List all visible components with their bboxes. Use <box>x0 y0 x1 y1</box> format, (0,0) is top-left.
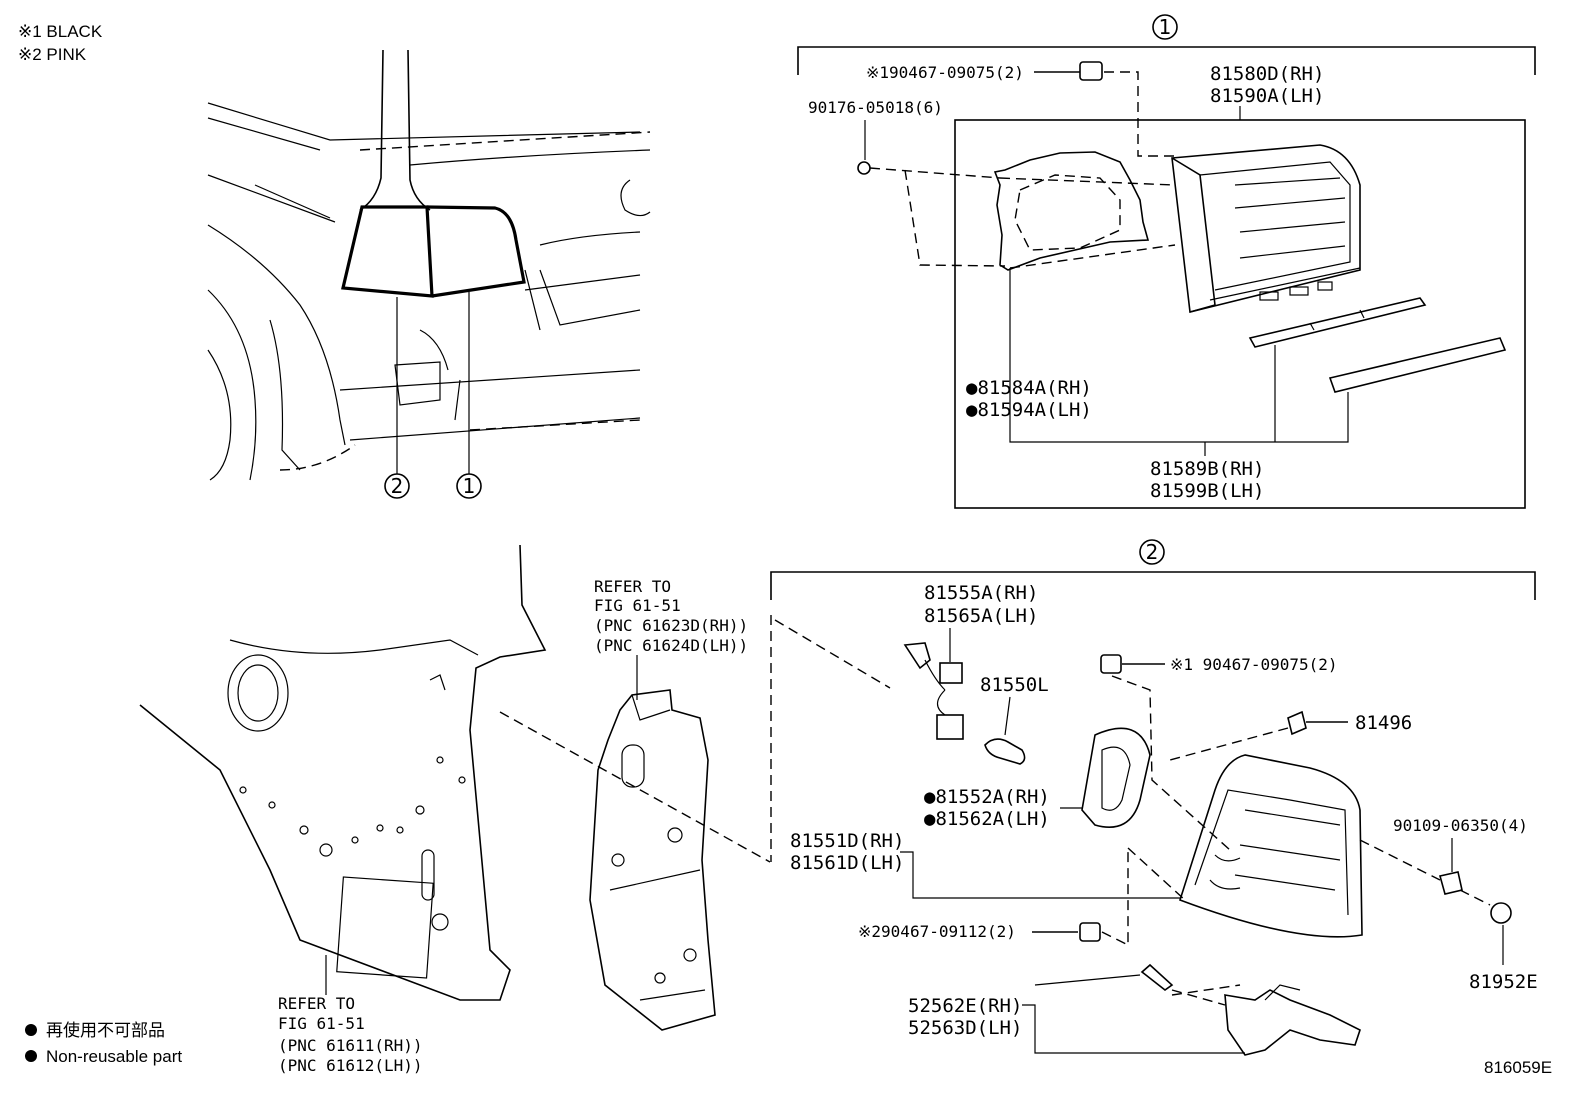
label-81589B: 81589B(RH) <box>1150 458 1264 480</box>
gasket-lamp <box>1081 727 1151 829</box>
body-panel <box>139 544 771 1001</box>
pin-screw <box>1140 963 1174 991</box>
label-52562E: 52562E(RH) <box>908 995 1022 1017</box>
legend-bullet-jp <box>25 1024 37 1036</box>
label-81496: 81496 <box>1355 712 1412 734</box>
label-81584A: ●81584A(RH) <box>966 377 1092 399</box>
label-81550L: 81550L <box>980 674 1049 696</box>
screw-81496 <box>1287 710 1307 736</box>
label-81561D: 81561D(LH) <box>790 852 904 874</box>
clip-pink <box>1079 922 1101 942</box>
vehicle-rear-view: 2 1 <box>207 49 651 499</box>
label-81952E: 81952E <box>1469 971 1538 993</box>
callout-2-label: 2 <box>391 474 404 498</box>
label-81599B: 81599B(LH) <box>1150 480 1264 502</box>
label-81555A: 81555A(RH) <box>924 582 1038 604</box>
label-90109-06350: 90109-06350(4) <box>1393 816 1528 835</box>
socket-connector <box>903 642 931 670</box>
group-1-callout: 1 <box>1159 15 1172 39</box>
group-1-assembly: 1 ※190467-09075(2) 90176-05018(6) 81580D… <box>797 14 1536 509</box>
legend-jp: 再使用不可部品 <box>46 1020 165 1040</box>
rear-combination-lamp <box>1179 754 1363 938</box>
group-2-callout: 2 <box>1146 540 1159 564</box>
label-90467-09112-pink: ※290467-09112(2) <box>858 922 1016 941</box>
nut <box>857 161 871 175</box>
clip-black-2 <box>1100 654 1122 674</box>
label-52563D: 52563D(LH) <box>908 1017 1022 1039</box>
bulb <box>984 738 1026 765</box>
clip-black <box>1079 61 1103 81</box>
trim-strip-lower <box>1328 337 1507 393</box>
cap-81952E <box>1490 902 1512 924</box>
note-pink: ※2 PINK <box>18 45 87 64</box>
body-hole-large <box>227 654 289 732</box>
refer-top-l4: (PNC 61624D(LH)) <box>594 636 748 655</box>
reinforcement-bracket <box>589 655 716 1031</box>
figure-code: 816059E <box>1484 1058 1552 1077</box>
retainer-bracket <box>1224 989 1361 1056</box>
label-90176-05018: 90176-05018(6) <box>808 98 943 117</box>
refer-top-l2: FIG 61-51 <box>594 596 681 615</box>
label-81562A: ●81562A(LH) <box>924 808 1050 830</box>
note-black: ※1 BLACK <box>18 22 103 41</box>
label-81552A: ●81552A(RH) <box>924 786 1050 808</box>
gasket <box>993 151 1150 271</box>
refer-bottom-l3: (PNC 61611(RH)) <box>278 1036 423 1055</box>
legend-en: Non-reusable part <box>46 1047 182 1066</box>
group-2-assembly: 2 81555A(RH) 81565A(LH) 81550L ●81552A(R… <box>770 539 1538 1056</box>
label-81594A: ●81594A(LH) <box>966 399 1092 421</box>
body-panel-opening <box>336 876 434 979</box>
refer-top-l3: (PNC 61623D(RH)) <box>594 616 748 635</box>
trim-strip-upper <box>1248 297 1427 348</box>
bolt <box>1439 871 1463 895</box>
refer-bottom-l4: (PNC 61612(LH)) <box>278 1056 423 1075</box>
label-90467-09075-black: ※190467-09075(2) <box>866 63 1024 82</box>
label-90467-09075-2: ※1 90467-09075(2) <box>1170 655 1338 674</box>
label-81580D: 81580D(RH) <box>1210 63 1324 85</box>
refer-top-l1: REFER TO <box>594 577 671 596</box>
callout-1-label: 1 <box>463 474 476 498</box>
label-81590A: 81590A(LH) <box>1210 85 1324 107</box>
refer-bottom-l1: REFER TO <box>278 994 355 1013</box>
label-81565A: 81565A(LH) <box>924 605 1038 627</box>
refer-bottom-l2: FIG 61-51 <box>278 1014 365 1033</box>
label-81551D: 81551D(RH) <box>790 830 904 852</box>
lamp-lens-housing <box>1171 144 1361 313</box>
legend-bullet-en <box>25 1050 37 1062</box>
